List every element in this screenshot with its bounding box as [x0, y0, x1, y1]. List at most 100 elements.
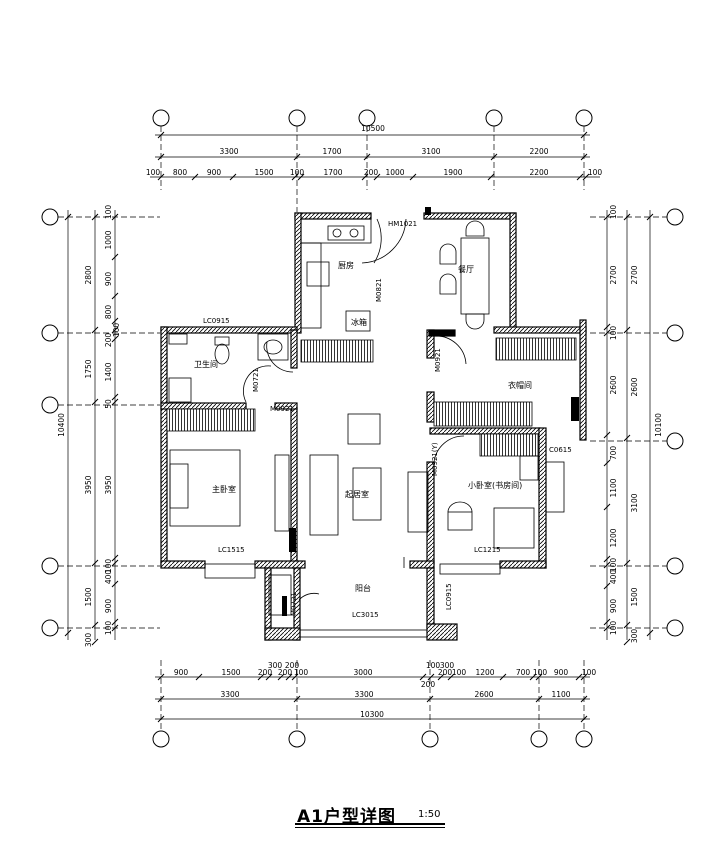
dim-left-overall: 10400 — [57, 413, 66, 437]
dim-left-r1: 900 — [104, 599, 113, 614]
dim-bottom-r1: 200 — [258, 668, 273, 677]
room-bathroom: 卫生间 — [194, 359, 218, 369]
dimension-text-left: 10400 2800 1750 3950 1500 300 100 1000 9… — [57, 205, 121, 648]
dim-bottom-r1: 900 — [554, 668, 569, 677]
room-balcony: 阳台 — [355, 583, 371, 593]
code-m0921-b: M0921 — [434, 348, 442, 372]
code-lc3015: LC3015 — [352, 611, 379, 619]
dim-bottom-r1: 200 — [438, 668, 453, 677]
code-m0721-b: M0721 — [290, 592, 298, 616]
dim-left-r1: 100 — [104, 559, 113, 574]
dim-left-r1: 100 — [104, 205, 113, 220]
code-m0921-a: M0921 — [270, 405, 294, 413]
dim-bottom-extra: 200 — [421, 680, 436, 689]
dim-bottom-r1: 300 — [440, 661, 455, 670]
axis-bubbles-bottom — [152, 730, 593, 748]
dim-bottom-r2: 3300 — [354, 690, 373, 699]
code-lc0915-side: LC0915 — [445, 583, 453, 610]
dim-bottom-r1: 900 — [174, 668, 189, 677]
dim-right-r1: 100 — [609, 621, 618, 636]
room-labels: 厨房 餐厅 冰箱 卫生间 衣帽间 主卧室 起居室 小卧室(书房间) 阳台 — [194, 260, 532, 593]
dimension-ticks — [64, 131, 654, 723]
dim-right-r1: 100 — [609, 326, 618, 341]
dim-left-r2: 2800 — [84, 265, 93, 284]
room-master-bedroom: 主卧室 — [212, 484, 236, 494]
code-c0615: C0615 — [549, 446, 572, 454]
dim-bottom-r1: 700 — [516, 668, 531, 677]
dim-top-overall: 10500 — [361, 124, 385, 133]
dim-left-r2: 300 — [84, 633, 93, 648]
dim-top-r2: 3100 — [421, 147, 440, 156]
dim-top-r1: 2200 — [529, 168, 548, 177]
dim-bottom-r1: 100 — [582, 668, 597, 677]
dim-left-r2: 3950 — [84, 475, 93, 494]
plan-scale: 1:50 — [418, 809, 441, 820]
dim-top-r1: 100 — [290, 168, 305, 177]
dim-right-overall: 10100 — [654, 413, 663, 437]
dim-left-r2: 1750 — [84, 359, 93, 378]
dim-right-r1: 1100 — [609, 478, 618, 497]
dim-bottom-r1: 200 — [278, 668, 293, 677]
code-hm1021: HM1021 — [388, 220, 417, 228]
dim-bottom-r1: 100 — [294, 668, 309, 677]
dim-left-r2: 1500 — [84, 587, 93, 606]
title-underline — [295, 823, 445, 825]
dim-right-r2: 1500 — [630, 587, 639, 606]
dimension-lines — [58, 126, 667, 731]
dim-right-r2: 300 — [630, 629, 639, 644]
floor-plan: 10500 3300 1700 3100 2200 100 800 900 15… — [41, 109, 684, 748]
dim-bottom-r2: 2600 — [474, 690, 493, 699]
dim-bottom-r1: 200 — [285, 661, 300, 670]
code-m0721: M0721 — [252, 368, 260, 392]
dim-top-r2: 1700 — [322, 147, 341, 156]
code-m0921-c: M0921(Y) — [431, 442, 439, 476]
dim-bottom-r1: 1200 — [475, 668, 494, 677]
dim-right-r1: 900 — [609, 599, 618, 614]
dim-right-r1: 2600 — [609, 375, 618, 394]
dim-left-r1: 900 — [104, 272, 113, 287]
fixtures — [166, 218, 577, 638]
dim-bottom-r1: 1500 — [221, 668, 240, 677]
room-kitchen: 厨房 — [338, 260, 354, 270]
dim-bottom-r1: 3000 — [353, 668, 372, 677]
dim-left-r1: 100 — [112, 323, 121, 338]
room-living: 起居室 — [345, 489, 369, 499]
title-underline-thin — [295, 827, 445, 828]
dim-left-r1: 50 — [104, 399, 113, 409]
opening-codes: HM1021 M0821 LC0915 M0721 M0921 M0921 M0… — [203, 220, 572, 619]
dim-left-r1: 100 — [104, 621, 113, 636]
room-cloakroom: 衣帽间 — [508, 380, 532, 390]
dim-top-r1: 800 — [173, 168, 188, 177]
dim-top-r1: 1000 — [385, 168, 404, 177]
dim-left-r1: 800 — [104, 305, 113, 320]
dim-right-r1: 2700 — [609, 265, 618, 284]
dim-bottom-r1: 300 — [268, 661, 283, 670]
dimension-text: 10500 3300 1700 3100 2200 100 800 900 15… — [146, 124, 603, 719]
room-small-bedroom: 小卧室(书房间) — [468, 480, 522, 490]
dim-top-r1: 100 — [588, 168, 603, 177]
dim-top-r2: 3300 — [219, 147, 238, 156]
dim-right-r2: 3100 — [630, 493, 639, 512]
dim-right-r1: 100 — [609, 558, 618, 573]
dim-top-r2: 2200 — [529, 147, 548, 156]
dim-top-r1: 100 — [146, 168, 161, 177]
room-fridge: 冰箱 — [351, 317, 367, 327]
dim-right-r1: 100 — [609, 205, 618, 220]
dim-left-r1: 3950 — [104, 475, 113, 494]
dim-top-r1: 1700 — [323, 168, 342, 177]
code-lc1215: LC1215 — [474, 546, 501, 554]
dim-right-r2: 2600 — [630, 377, 639, 396]
dim-left-r1: 200 — [104, 333, 113, 348]
code-lc0915-top: LC0915 — [203, 317, 230, 325]
dim-top-r1: 200 — [364, 168, 379, 177]
dim-left-r1: 1400 — [104, 362, 113, 381]
axis-bubbles-left — [41, 208, 59, 637]
code-lc1515: LC1515 — [218, 546, 245, 554]
dim-right-r1: 400 — [609, 570, 618, 585]
room-dining: 餐厅 — [458, 265, 474, 274]
dim-right-r1: 1200 — [609, 528, 618, 547]
dim-left-r1: 400 — [104, 570, 113, 585]
dim-bottom-r2: 3300 — [220, 690, 239, 699]
wall-features — [282, 207, 579, 616]
dim-right-r2: 2700 — [630, 265, 639, 284]
